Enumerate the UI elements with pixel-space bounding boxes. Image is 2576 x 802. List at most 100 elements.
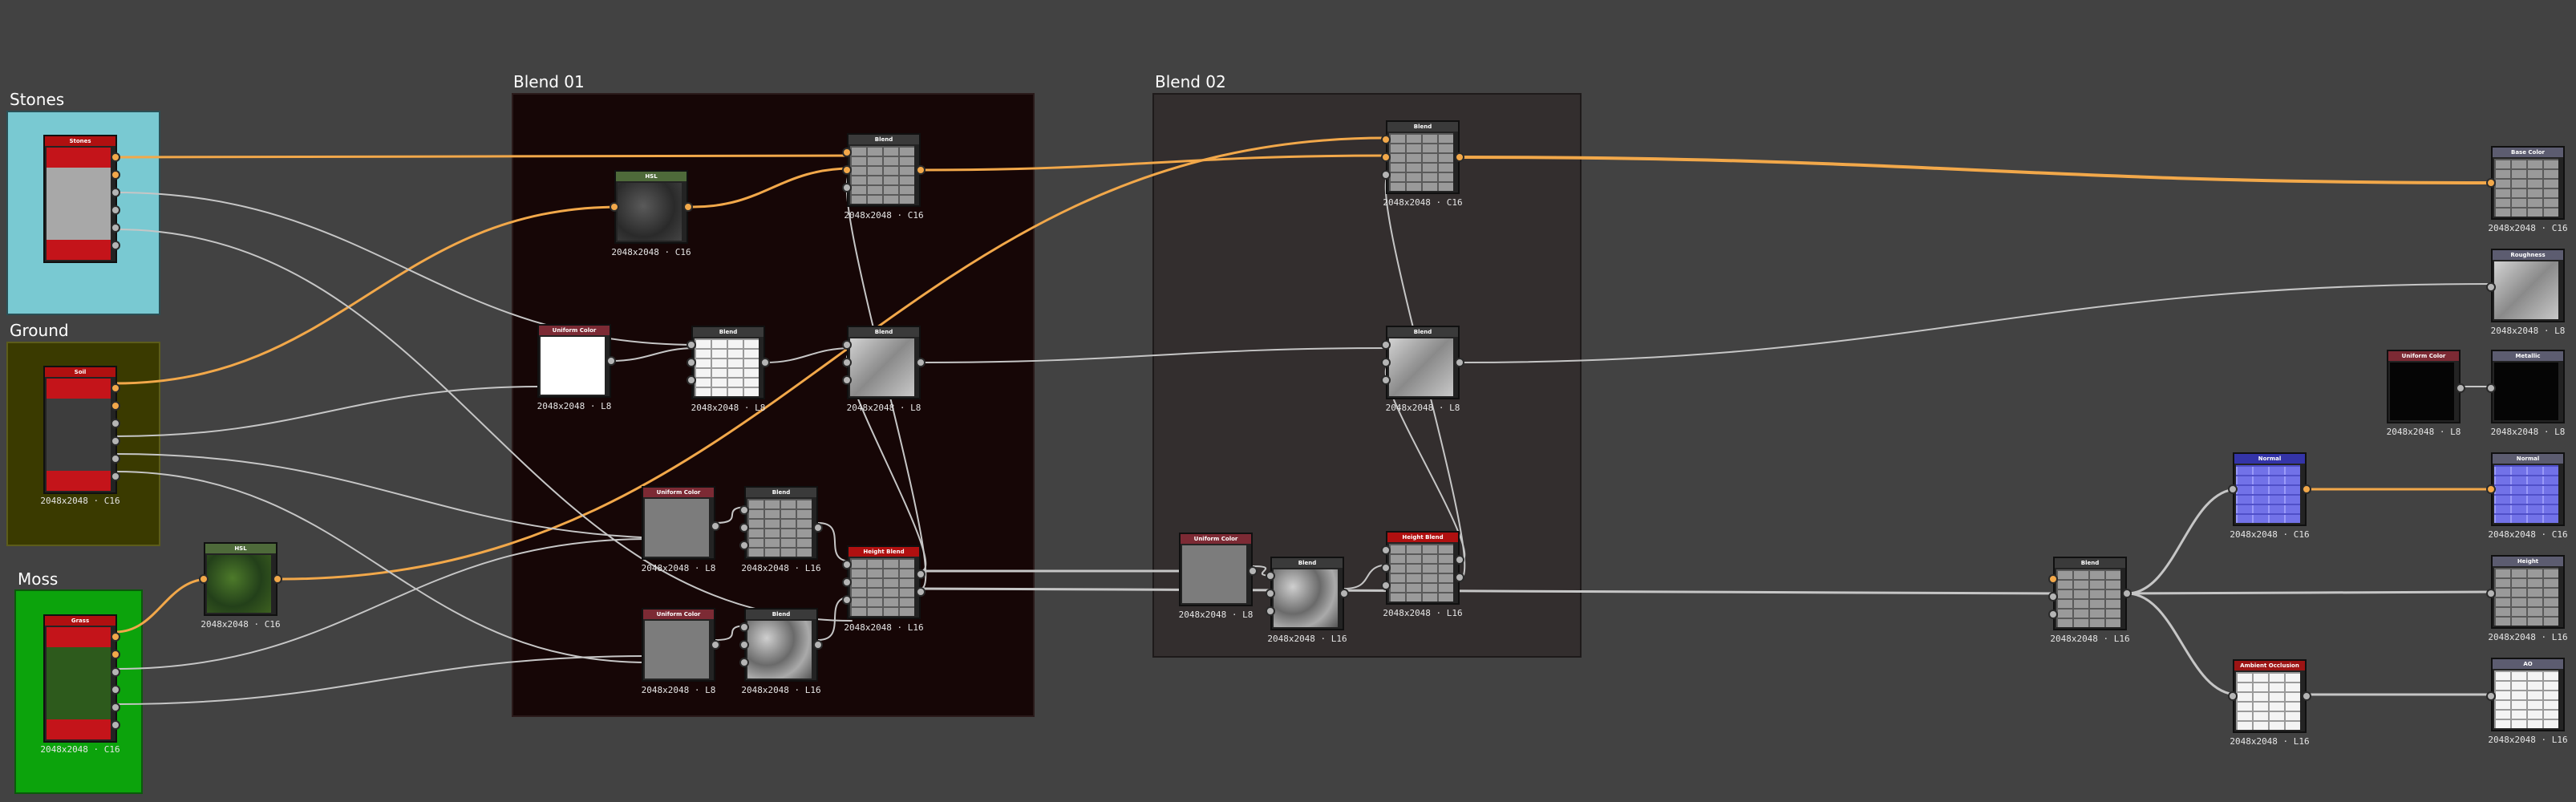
output-port[interactable] [111, 188, 120, 197]
input-port[interactable] [842, 183, 852, 192]
input-port[interactable] [842, 165, 852, 175]
frame-title-ground: Ground [10, 321, 69, 340]
output-port[interactable] [1248, 566, 1258, 576]
output-port[interactable] [683, 202, 693, 212]
input-port[interactable] [2048, 592, 2058, 602]
input-port[interactable] [1381, 581, 1391, 590]
node-thumbnail [2494, 159, 2558, 217]
input-port[interactable] [2486, 383, 2496, 393]
output-port[interactable] [916, 165, 925, 175]
node-thumbnail [2494, 363, 2558, 420]
output-port[interactable] [111, 401, 120, 411]
node-resolution: 2048x2048 · C16 [844, 210, 924, 221]
output-port[interactable] [111, 152, 120, 162]
output-port[interactable] [111, 205, 120, 215]
output-port[interactable] [916, 358, 925, 367]
output-port[interactable] [111, 383, 120, 393]
input-port[interactable] [2486, 589, 2496, 598]
output-port[interactable] [1455, 573, 1464, 582]
input-port[interactable] [2486, 282, 2496, 292]
output-port[interactable] [606, 356, 616, 366]
input-port[interactable] [1381, 545, 1391, 555]
output-port[interactable] [111, 632, 120, 642]
input-port[interactable] [739, 523, 749, 533]
input-port[interactable] [842, 340, 852, 350]
input-port[interactable] [199, 574, 209, 584]
output-port[interactable] [1455, 555, 1464, 565]
input-port[interactable] [739, 541, 749, 550]
input-port[interactable] [842, 560, 852, 569]
output-port[interactable] [111, 223, 120, 233]
node-title: Blend [693, 327, 763, 337]
input-port[interactable] [1381, 375, 1391, 385]
output-port[interactable] [916, 569, 925, 579]
input-port[interactable] [2486, 178, 2496, 188]
input-port[interactable] [1266, 606, 1275, 616]
output-port[interactable] [813, 523, 823, 533]
output-port[interactable] [916, 587, 925, 597]
input-port[interactable] [1381, 135, 1391, 144]
node-thumbnail [645, 499, 709, 557]
input-port[interactable] [2048, 610, 2058, 619]
output-port[interactable] [711, 521, 720, 531]
input-port[interactable] [739, 658, 749, 667]
output-port[interactable] [760, 358, 770, 367]
output-port[interactable] [111, 667, 120, 677]
output-port[interactable] [2302, 691, 2311, 701]
input-port[interactable] [1381, 152, 1391, 162]
output-port[interactable] [111, 170, 120, 180]
output-port[interactable] [111, 685, 120, 695]
output-port[interactable] [111, 436, 120, 446]
output-port[interactable] [111, 454, 120, 464]
node-resolution: 2048x2048 · C16 [40, 496, 120, 506]
input-port[interactable] [2228, 484, 2238, 494]
node-thumbnail [47, 148, 111, 260]
input-port[interactable] [842, 375, 852, 385]
input-port[interactable] [1381, 170, 1391, 180]
output-port[interactable] [111, 650, 120, 659]
output-port[interactable] [111, 703, 120, 712]
output-port[interactable] [2456, 383, 2465, 393]
node-title: Blend [849, 135, 919, 144]
input-port[interactable] [687, 358, 696, 367]
input-port[interactable] [842, 577, 852, 587]
node-title: Height Blend [1387, 533, 1458, 542]
node-title: Blend [1272, 558, 1343, 568]
input-port[interactable] [1266, 571, 1275, 581]
output-port[interactable] [1339, 589, 1349, 598]
input-port[interactable] [739, 622, 749, 632]
output-port[interactable] [813, 640, 823, 650]
output-port[interactable] [273, 574, 282, 584]
frame-title-stones: Stones [10, 90, 65, 109]
output-port[interactable] [2302, 484, 2311, 494]
input-port[interactable] [687, 340, 696, 350]
input-port[interactable] [739, 640, 749, 650]
input-port[interactable] [2048, 574, 2058, 584]
output-port[interactable] [1455, 152, 1464, 162]
output-port[interactable] [2122, 589, 2132, 598]
node-resolution: 2048x2048 · L16 [741, 563, 821, 573]
output-port[interactable] [111, 472, 120, 481]
node-resolution: 2048x2048 · L16 [2488, 632, 2568, 642]
input-port[interactable] [610, 202, 619, 212]
input-port[interactable] [2228, 691, 2238, 701]
output-port[interactable] [111, 720, 120, 730]
output-port[interactable] [711, 640, 720, 650]
input-port[interactable] [842, 595, 852, 605]
output-port[interactable] [111, 419, 120, 428]
node-title: Uniform Color [1181, 534, 1251, 544]
input-port[interactable] [1381, 340, 1391, 350]
input-port[interactable] [1381, 358, 1391, 367]
input-port[interactable] [2486, 484, 2496, 494]
input-port[interactable] [739, 505, 749, 515]
input-port[interactable] [842, 358, 852, 367]
input-port[interactable] [1266, 589, 1275, 598]
input-port[interactable] [687, 375, 696, 385]
output-port[interactable] [111, 241, 120, 250]
node-resolution: 2048x2048 · L8 [641, 685, 716, 695]
input-port[interactable] [1381, 563, 1391, 573]
input-port[interactable] [842, 148, 852, 157]
output-port[interactable] [1455, 358, 1464, 367]
input-port[interactable] [2486, 691, 2496, 701]
node-resolution: 2048x2048 · L8 [1178, 610, 1254, 620]
